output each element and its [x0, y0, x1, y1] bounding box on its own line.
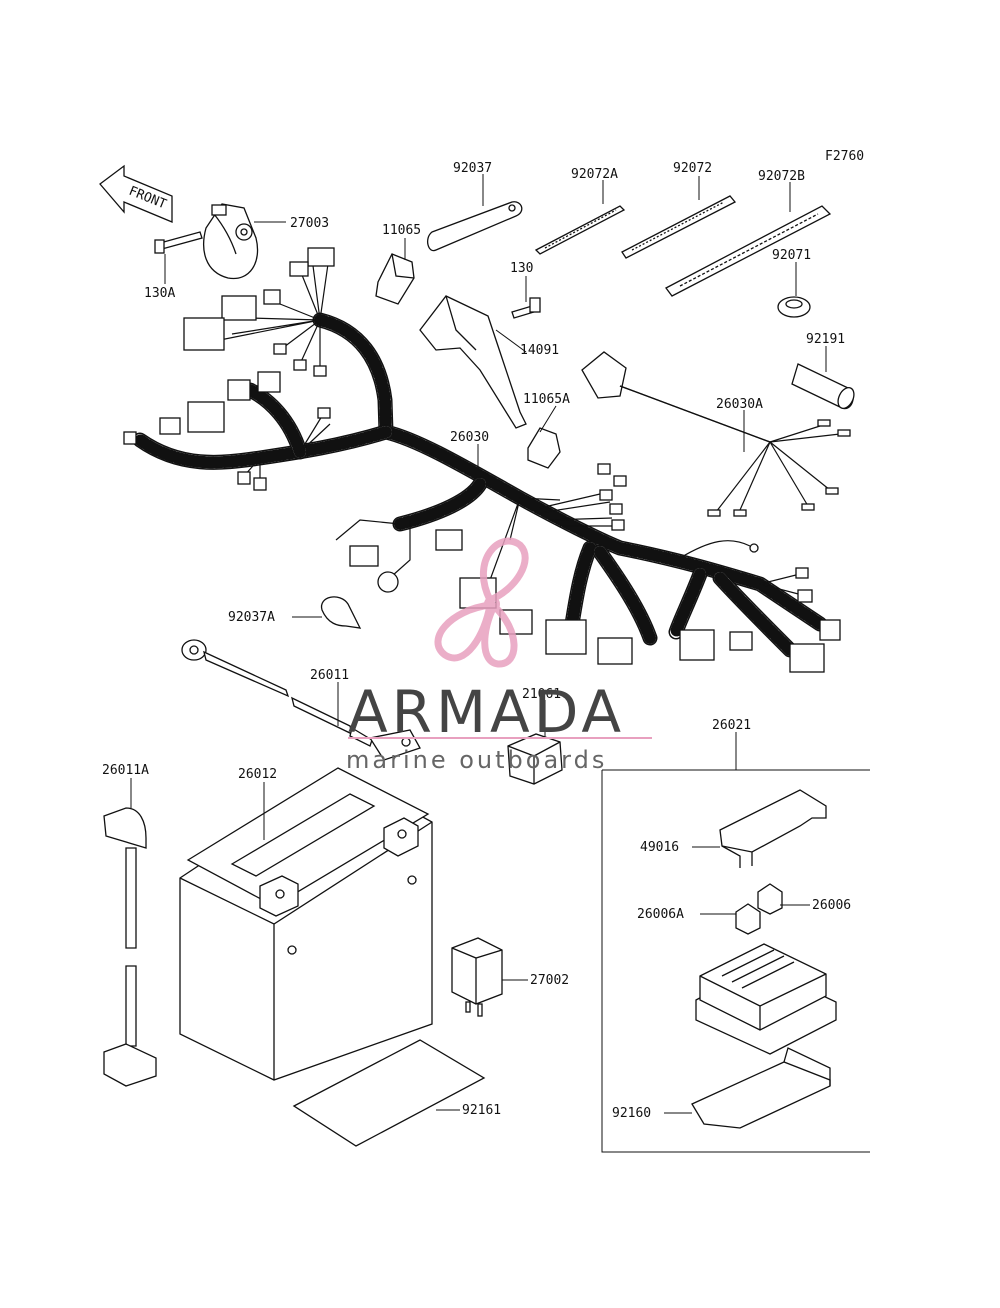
bolt-130A: [154, 231, 203, 254]
watermark-brand: ARMADA: [348, 678, 625, 746]
label-130: 130: [510, 261, 533, 276]
label-92037A: 92037A: [228, 610, 275, 625]
label-27003: 27003: [290, 216, 329, 231]
label-26006: 26006: [812, 898, 851, 913]
label-49016: 49016: [640, 840, 679, 855]
label-92160: 92160: [612, 1106, 651, 1121]
label-26011: 26011: [310, 668, 349, 683]
label-26030: 26030: [450, 430, 489, 445]
label-26011A: 26011A: [102, 763, 149, 778]
fuse-box-26021: [601, 769, 870, 1153]
bolt-130: [511, 297, 541, 319]
horn-27003: [203, 203, 259, 280]
label-92072A: 92072A: [571, 167, 618, 182]
label-26006A: 26006A: [637, 907, 684, 922]
strap-92037: [426, 201, 523, 252]
label-14091: 14091: [520, 343, 559, 358]
front-arrow-icon: FRONT: [99, 164, 173, 223]
label-92037: 92037: [453, 161, 492, 176]
band-92072B: [665, 205, 832, 297]
label-11065A: 11065A: [523, 392, 570, 407]
cable-26011A: [103, 807, 157, 1087]
band-92072A: [534, 205, 626, 255]
watermark: ARMADA marine outboards: [346, 537, 652, 774]
propeller-logo-icon: [434, 537, 529, 668]
label-92191: 92191: [806, 332, 845, 347]
watermark-tagline: marine outboards: [346, 746, 607, 774]
clamp-92037A: [320, 596, 362, 629]
cover-14091: [419, 295, 527, 429]
part-21061: [507, 733, 563, 785]
mat-92161: [292, 1039, 486, 1147]
label-92161: 92161: [462, 1103, 501, 1118]
sub-harness-26030A: [581, 351, 851, 517]
clamp-11065: [375, 253, 415, 305]
battery-26012: [179, 767, 433, 1081]
label-92072B: 92072B: [758, 169, 805, 184]
label-130A: 130A: [144, 286, 175, 301]
figure-code: F2760: [825, 149, 864, 164]
band-92072: [621, 195, 737, 259]
label-26021: 26021: [712, 718, 751, 733]
label-21061: 21061: [522, 687, 561, 702]
relay-27002: [451, 937, 503, 1017]
tube-92191: [791, 363, 855, 410]
leader-lines: [130, 174, 827, 1114]
label-92071: 92071: [772, 248, 811, 263]
label-11065: 11065: [382, 223, 421, 238]
clamp-11065A: [527, 427, 561, 469]
main-harness-26030: [123, 247, 841, 673]
label-26012: 26012: [238, 767, 277, 782]
label-26030A: 26030A: [716, 397, 763, 412]
label-92072: 92072: [673, 161, 712, 176]
grommet-92071: [777, 296, 811, 318]
label-27002: 27002: [530, 973, 569, 988]
